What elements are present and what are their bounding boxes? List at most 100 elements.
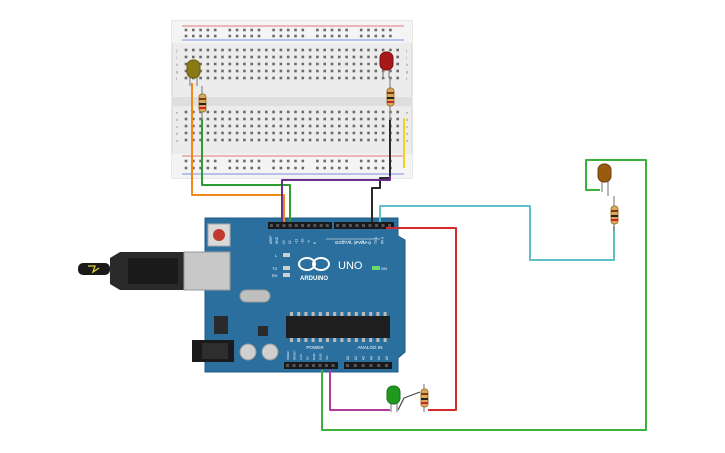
chip-pin	[347, 338, 351, 342]
header-pin[interactable]	[301, 224, 304, 227]
wire-red[interactable]	[386, 227, 457, 411]
header-pin[interactable]	[355, 224, 359, 227]
usb-socket	[183, 251, 231, 291]
reset-button-cap[interactable]	[213, 229, 225, 241]
rail-hole	[323, 159, 326, 163]
resistor-1[interactable]	[198, 86, 207, 120]
header-pin[interactable]	[319, 224, 323, 227]
header-pin[interactable]	[362, 224, 365, 227]
header-pin[interactable]	[318, 364, 322, 367]
rail-hole	[213, 159, 217, 163]
header-pin[interactable]	[353, 364, 357, 367]
rail-hole	[359, 28, 363, 32]
breadboard-hole	[359, 117, 363, 121]
orange-led[interactable]	[597, 163, 612, 196]
wire-green[interactable]	[201, 118, 291, 222]
header-pin[interactable]	[292, 364, 296, 367]
wire-purple[interactable]	[281, 176, 391, 222]
breadboard-hole	[294, 117, 297, 121]
header-pin[interactable]	[368, 224, 372, 227]
row-letter: g	[406, 69, 408, 74]
breadboard-hole	[228, 131, 232, 135]
header-pin[interactable]	[282, 224, 286, 227]
header-pin[interactable]	[388, 224, 391, 227]
breadboard-hole	[221, 76, 224, 80]
breadboard-hole	[199, 138, 202, 142]
header-pin[interactable]	[369, 364, 373, 367]
breadboard-hole	[338, 117, 341, 121]
header-pin[interactable]	[286, 364, 289, 367]
rail-hole	[359, 34, 363, 38]
resistor-3[interactable]	[610, 196, 619, 232]
breadboard-hole	[279, 131, 283, 135]
breadboard-hole	[272, 69, 275, 73]
pin-label: 2	[368, 242, 372, 244]
header-pin[interactable]	[299, 364, 302, 367]
center-channel	[172, 97, 412, 106]
header-pin[interactable]	[349, 224, 352, 227]
header-pin[interactable]	[276, 224, 280, 227]
red-led[interactable]	[379, 51, 394, 78]
breadboard-hole	[301, 131, 305, 135]
wire-magenta[interactable]	[329, 370, 390, 411]
breadboard-hole	[213, 62, 217, 66]
wire-teal[interactable]	[379, 205, 615, 261]
header-pin[interactable]	[377, 364, 381, 367]
breadboard-hole	[294, 110, 297, 114]
breadboard-hole	[286, 138, 290, 142]
header-pin[interactable]	[342, 224, 346, 227]
chip-pin	[376, 312, 380, 316]
breadboard-hole	[338, 131, 341, 135]
breadboard-hole	[294, 124, 297, 128]
breadboard-hole	[243, 124, 246, 128]
chip-pin	[376, 338, 380, 342]
header-pin[interactable]	[307, 224, 311, 227]
rail-hole	[359, 159, 363, 163]
header-pin[interactable]	[346, 364, 349, 367]
rail-hole	[316, 34, 319, 38]
breadboard-hole	[243, 131, 246, 135]
breadboard-hole	[228, 110, 232, 114]
green-led[interactable]	[386, 385, 401, 412]
breadboard-hole	[243, 110, 246, 114]
breadboard-hole	[367, 117, 370, 121]
header-pin[interactable]	[331, 364, 335, 367]
breadboard-hole	[221, 48, 224, 52]
yellow-led[interactable]	[186, 59, 201, 86]
pin-label: 4	[355, 242, 359, 244]
header-pin[interactable]	[381, 224, 385, 227]
header-pin[interactable]	[385, 364, 388, 367]
breadboard-hole	[272, 117, 275, 121]
header-pin[interactable]	[361, 364, 365, 367]
breadboard-hole	[192, 131, 195, 135]
resistor-4[interactable]	[420, 384, 429, 412]
breadboard-hole	[323, 48, 326, 52]
breadboard-hole	[301, 110, 305, 114]
header-pin[interactable]	[270, 224, 273, 227]
breadboard-hole	[257, 48, 261, 52]
header-pin[interactable]	[375, 224, 378, 227]
header-pin[interactable]	[325, 364, 328, 367]
header-pin[interactable]	[325, 224, 329, 227]
breadboard-hole	[396, 117, 399, 121]
wire-green-long[interactable]	[321, 159, 647, 431]
header-pin[interactable]	[288, 224, 292, 227]
rail-hole	[338, 34, 341, 38]
header-pin[interactable]	[294, 224, 298, 227]
chip-pin	[297, 338, 301, 342]
wire-black[interactable]	[371, 120, 391, 222]
rail-hole	[250, 34, 253, 38]
header-pin[interactable]	[313, 224, 317, 227]
resistor-2[interactable]	[386, 78, 395, 120]
header-pin[interactable]	[305, 364, 309, 367]
breadboard-hole	[192, 48, 195, 52]
wire-orange[interactable]	[191, 83, 285, 222]
header-pin[interactable]	[336, 224, 339, 227]
header-pin[interactable]	[312, 364, 315, 367]
pin-label: IOREF	[286, 351, 290, 360]
wire-short-lead[interactable]	[397, 391, 421, 411]
row-letter: b	[406, 131, 409, 136]
breadboard-hole	[345, 110, 348, 114]
breadboard-hole	[265, 48, 268, 52]
breadboard-hole	[330, 69, 334, 73]
